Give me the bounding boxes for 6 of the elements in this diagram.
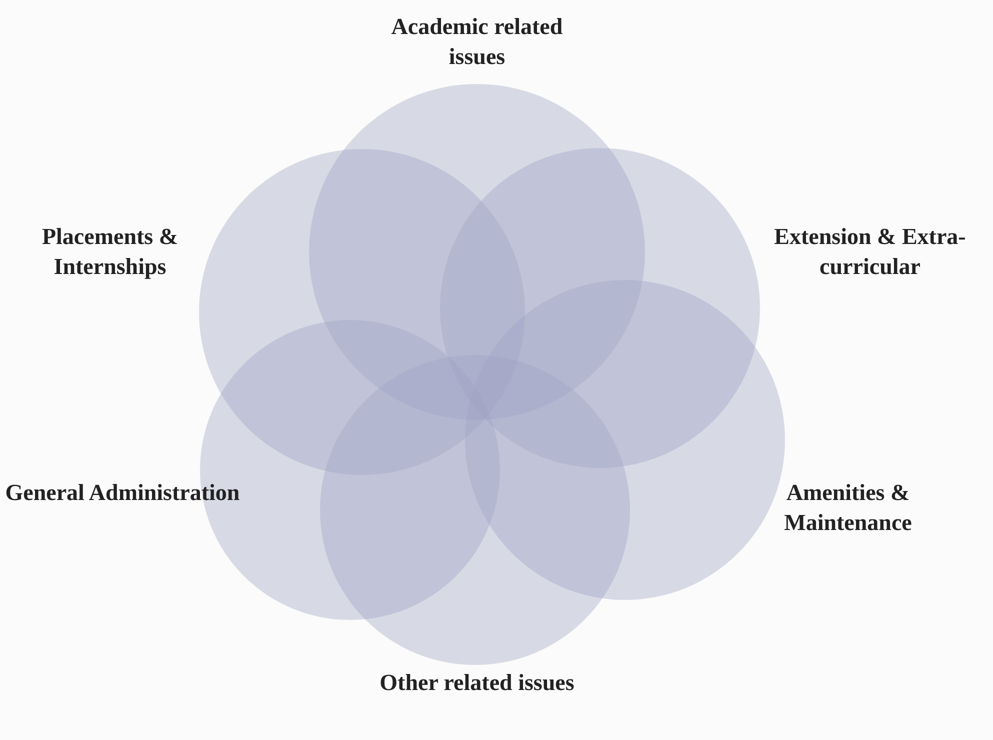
category-label: General Administration bbox=[5, 479, 240, 507]
category-label: Placements & Internships bbox=[40, 223, 180, 281]
category-label: Extension & Extra-curricular bbox=[773, 223, 967, 281]
category-label: Amenities & Maintenance bbox=[783, 479, 913, 537]
category-label: Academic related issues bbox=[390, 13, 564, 71]
category-label: Other related issues bbox=[378, 669, 576, 697]
